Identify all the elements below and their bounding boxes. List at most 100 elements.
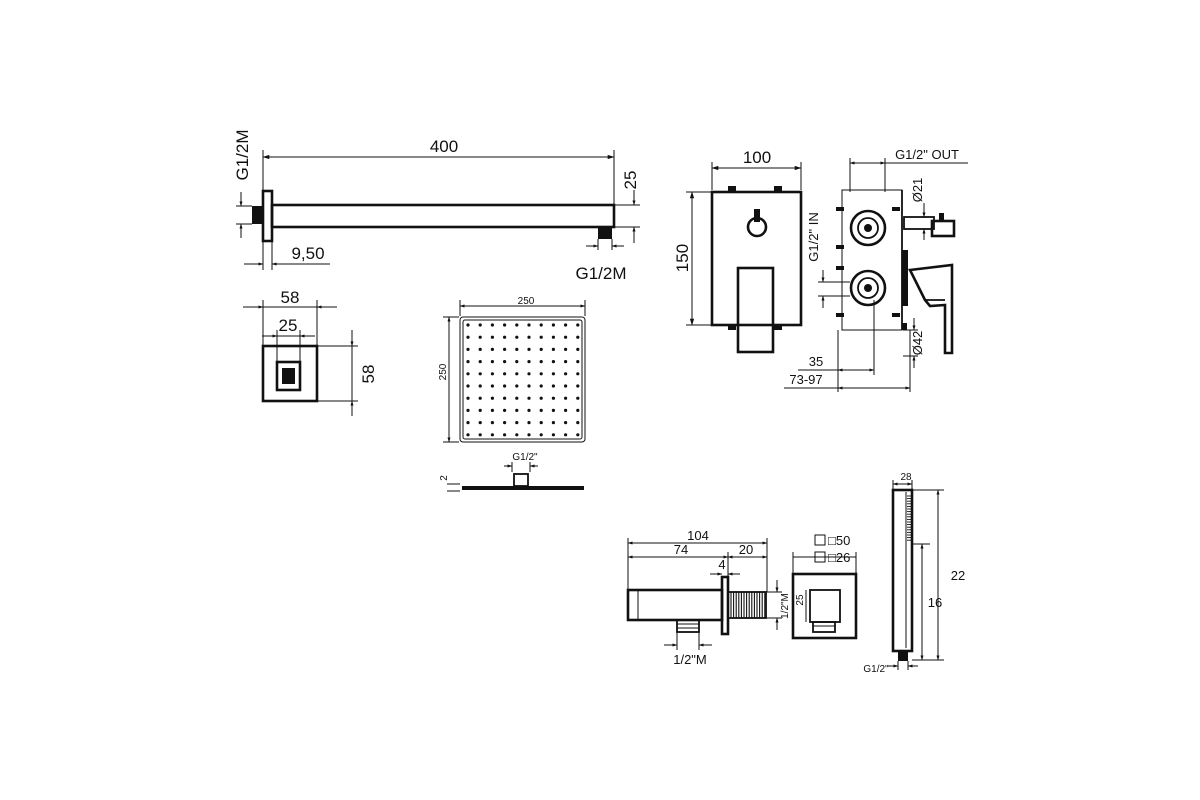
nozzle-dot: [564, 360, 568, 364]
nozzle-dot: [466, 347, 470, 351]
nozzle-dot: [466, 335, 470, 339]
dim-outlet-flange: 4: [718, 557, 725, 572]
nozzle-dot: [515, 360, 519, 364]
diverter-cap: [930, 219, 956, 238]
outlet-square-outer: [791, 572, 858, 640]
nozzle-dot: [490, 347, 494, 351]
dim-mixer-height: 150: [673, 244, 692, 272]
nozzle-dot: [503, 408, 507, 412]
nozzle-dot: [527, 347, 531, 351]
nozzle-dot: [515, 347, 519, 351]
outlet-body: [626, 588, 724, 622]
square-symbol-inner: [814, 551, 826, 563]
nozzle-dot: [576, 396, 580, 400]
flange-inner: [275, 360, 302, 392]
nozzle-dot: [527, 396, 531, 400]
nozzle-dot: [551, 323, 556, 327]
nozzle-dot: [515, 372, 519, 376]
head-connector: [513, 473, 529, 487]
hand-shower-connector: [898, 651, 908, 661]
dim-hand-handle: 16: [928, 595, 942, 610]
nozzle-dot: [515, 335, 519, 339]
port-lower: [849, 269, 887, 307]
arm-nipple: [252, 206, 263, 224]
nozzle-dot: [539, 360, 543, 364]
nozzle-dot: [503, 384, 507, 388]
nozzle-dot: [576, 347, 580, 351]
nozzle-dot: [466, 421, 470, 425]
nozzle-dot: [576, 384, 580, 388]
dim-arm-offset: 9,50: [291, 244, 324, 263]
nozzle-dot: [539, 408, 543, 412]
nozzle-dot: [515, 421, 519, 425]
nozzle-dot: [490, 384, 494, 388]
nozzle-dot: [539, 421, 543, 425]
nozzle-dot: [478, 360, 482, 364]
nozzle-dot: [527, 433, 531, 437]
nozzle-dot: [490, 396, 494, 400]
nozzle-dot: [503, 323, 507, 327]
dim-hand-total: 22: [951, 568, 965, 583]
nozzle-dot: [515, 384, 519, 388]
nozzle-dot: [515, 323, 519, 327]
nozzle-dot: [515, 433, 519, 437]
nozzle-dot: [527, 384, 531, 388]
nozzle-dot: [515, 408, 519, 412]
lever-profile: [908, 263, 954, 355]
nozzle-dot: [515, 396, 519, 400]
dim-head-height: 250: [438, 363, 449, 380]
nozzle-dot: [503, 433, 507, 437]
dim-outlet-thread: 20: [739, 542, 753, 557]
dim-head-width: 250: [518, 296, 535, 307]
dim-flange-inner: 25: [279, 316, 298, 335]
nozzle-dot: [539, 396, 543, 400]
head-nozzles: [466, 323, 580, 437]
nozzle-dot: [466, 372, 470, 376]
nozzle-dot: [564, 347, 568, 351]
nozzle-dot: [564, 396, 568, 400]
nozzle-dot: [564, 384, 568, 388]
flange-outer: [261, 344, 319, 403]
label-outlet-bottom-thread: 1/2"M: [673, 652, 707, 667]
nozzle-dot: [551, 421, 556, 425]
nozzle-dot: [527, 360, 531, 364]
nozzle-dot: [478, 408, 482, 412]
nozzle-dot: [551, 372, 556, 376]
nozzle-dot: [551, 347, 556, 351]
dim-head-thickness: 2: [439, 475, 450, 481]
dim-arm-height: 25: [621, 171, 640, 190]
nozzle-dot: [478, 384, 482, 388]
outlet-flange: [720, 575, 730, 636]
hand-shower: 28 22 16 G1/2": [863, 472, 965, 675]
label-outlet-side-thread: 1/2"M: [780, 593, 791, 619]
nozzle-dot: [527, 372, 531, 376]
nozzle-dot: [564, 323, 568, 327]
outlet-nipple: [676, 619, 700, 633]
nozzle-dot: [576, 433, 580, 437]
nozzle-dot: [466, 323, 470, 327]
label-arm-thread-right: G1/2M: [575, 264, 626, 283]
label-arm-thread-left: G1/2M: [233, 129, 252, 180]
nozzle-dot: [490, 421, 494, 425]
nozzle-dot: [478, 433, 482, 437]
nozzle-dot: [576, 335, 580, 339]
nozzle-dot: [539, 433, 543, 437]
nozzle-dot: [564, 408, 568, 412]
nozzle-dot: [527, 421, 531, 425]
label-mixer-inlet: G1/2" IN: [806, 212, 821, 261]
nozzle-dot: [576, 421, 580, 425]
flange-core: [282, 368, 295, 384]
nozzle-dot: [576, 408, 580, 412]
mixer-lever: [736, 266, 775, 354]
nozzle-dot: [539, 323, 543, 327]
arm-tube: [270, 203, 616, 229]
nozzle-dot: [564, 421, 568, 425]
dim-outlet-body: 74: [674, 542, 688, 557]
nozzle-dot: [564, 372, 568, 376]
nozzle-dot: [576, 323, 580, 327]
dim-flange-outer: 58: [281, 288, 300, 307]
dim-hand-width: 28: [900, 472, 912, 483]
nozzle-dot: [490, 372, 494, 376]
nozzle-dot: [551, 396, 556, 400]
